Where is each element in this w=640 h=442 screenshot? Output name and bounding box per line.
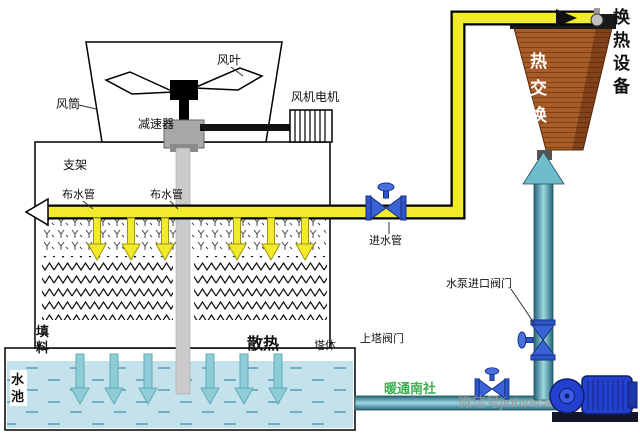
support-label: 支架 — [63, 158, 88, 172]
fan-housing — [85, 41, 333, 152]
fan-blade-label: 风叶 — [217, 53, 242, 67]
riser-up-arrow-icon — [522, 151, 565, 185]
fill-material-left — [42, 256, 173, 320]
spray-arrows — [87, 217, 315, 262]
watermark-green: 暖通南社 — [384, 381, 437, 396]
distribution-pipe-label-1: 布水管 — [62, 189, 95, 201]
pump-icon — [549, 375, 638, 422]
fan-blade-right-icon — [193, 67, 264, 91]
heat-exchange-device-label: 换热设备 — [613, 8, 630, 96]
watermark-wechat: 微信号jinhvaca — [458, 394, 552, 410]
distribution-pipe-label-2: 布水管 — [150, 189, 183, 201]
flow-arrow-icon — [556, 9, 577, 27]
distribution-arrow-icon — [24, 197, 49, 227]
fan-motor-label: 风机电机 — [291, 90, 340, 104]
tower-body-label: 塔体 — [314, 340, 336, 352]
heat-exchanger — [510, 14, 616, 160]
pump-inlet-valve-label: 水泵进口阀门 — [446, 278, 512, 290]
center-shaft — [175, 147, 191, 395]
pool-label: 水池 — [10, 370, 27, 406]
leader-lines — [78, 66, 537, 327]
fan-duct-label: 风筒 — [56, 97, 81, 111]
heat-dissipation-label: 散热 — [247, 336, 280, 353]
reducer-label: 减速器 — [138, 117, 175, 131]
heat-exchange-label: 热交换 — [530, 52, 547, 125]
reducer-icon — [163, 119, 205, 149]
water-fall-arrows — [70, 353, 288, 406]
cold-water-pipes — [354, 151, 565, 411]
up-tower-valve-label: 上塔阀门 — [360, 333, 404, 345]
inlet-pipe-label: 进水管 — [369, 235, 402, 247]
fill-material-right — [194, 256, 327, 320]
hot-water-pipe — [24, 9, 596, 227]
fan-motor-icon — [289, 109, 333, 143]
sensor-fitting-icon — [590, 8, 604, 27]
fan-blade-left-icon — [104, 71, 175, 95]
fan-hub-icon — [170, 80, 198, 100]
filler-label: 填料 — [36, 324, 50, 355]
